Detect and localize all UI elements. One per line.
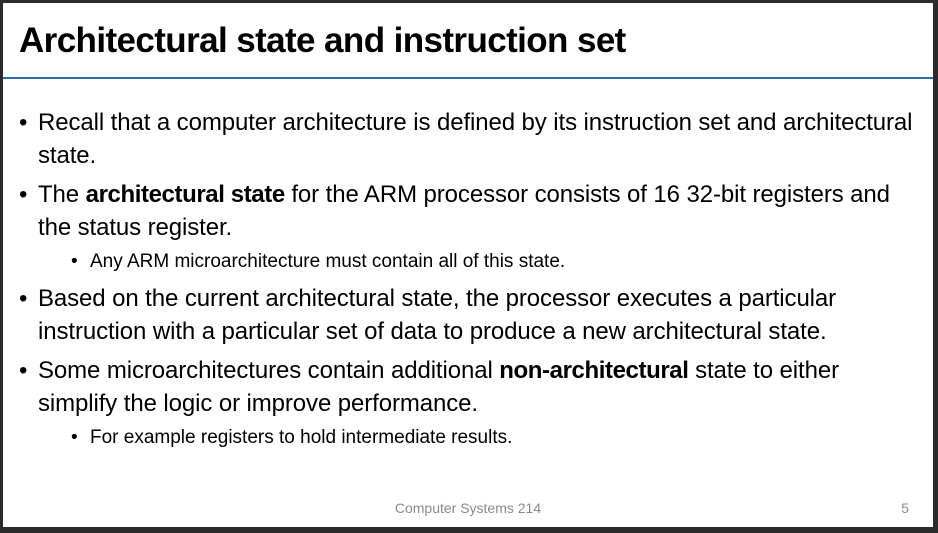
bullet-4-pre: Some microarchitectures contain addition…	[38, 357, 500, 384]
bullet-1: • Recall that a computer architecture is…	[19, 106, 919, 172]
sub-bullet-4: • For example registers to hold intermed…	[19, 424, 919, 452]
slide: Architectural state and instruction set …	[3, 3, 933, 527]
bullet-3: • Based on the current architectural sta…	[19, 282, 919, 348]
bullet-dot: •	[19, 285, 28, 312]
bullet-dot: •	[19, 181, 28, 208]
bullet-2: • The architectural state for the ARM pr…	[19, 178, 919, 244]
bullet-dot: •	[19, 357, 28, 384]
slide-title: Architectural state and instruction set	[19, 21, 626, 60]
bullet-4-bold: non-architectural	[499, 357, 689, 384]
slide-body: • Recall that a computer architecture is…	[19, 106, 919, 458]
sub-bullet-2-text: Any ARM microarchitecture must contain a…	[90, 251, 566, 272]
title-divider	[3, 77, 933, 79]
slide-footer: Computer Systems 214	[394, 500, 542, 516]
sub-bullet-4-text: For example registers to hold intermedia…	[90, 427, 513, 448]
sub-bullet-2: • Any ARM microarchitecture must contain…	[19, 248, 919, 276]
sub-bullet-dot: •	[71, 427, 78, 448]
bullet-2-pre: The	[38, 181, 86, 208]
sub-bullet-dot: •	[71, 251, 78, 272]
bullet-2-post: for the ARM processor consists of 16 32-…	[38, 181, 890, 241]
bullet-1-text: Recall that a computer architecture is d…	[38, 109, 913, 169]
bullet-4: • Some microarchitectures contain additi…	[19, 354, 919, 420]
bullet-4-post: state to either simplify the logic or im…	[38, 357, 839, 417]
page-number: 5	[901, 500, 909, 516]
bullet-3-text: Based on the current architectural state…	[38, 285, 837, 345]
bullet-dot: •	[19, 109, 28, 136]
bullet-2-bold: architectural state	[85, 181, 286, 208]
